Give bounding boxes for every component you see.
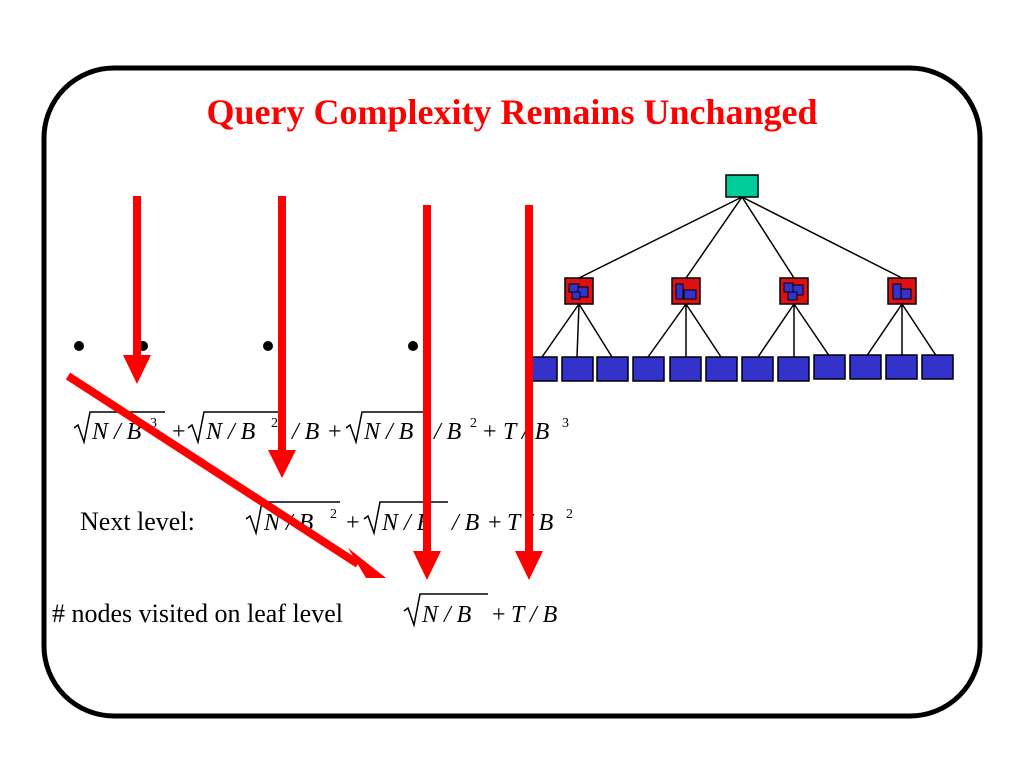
tree-leaf-row	[525, 354, 954, 382]
formula-exponent: 2	[330, 507, 337, 522]
formula-exponent: 3	[150, 416, 157, 431]
tree-leaf-node	[849, 354, 882, 380]
arrow-down-1-head	[123, 355, 151, 384]
tree-mid-node	[779, 277, 809, 305]
tree-leaf-node	[741, 356, 774, 382]
formula-operator: +	[172, 419, 186, 445]
tree-leaf-node	[669, 356, 702, 382]
formula-term: / B	[290, 419, 320, 445]
formula-term: N / B	[421, 602, 472, 628]
tree-leaf-node	[561, 356, 594, 382]
leaf-level-label: # nodes visited on leaf level	[52, 599, 343, 628]
bullet-dot	[74, 341, 84, 351]
tree-mid-node	[671, 277, 701, 305]
tree-mid-node	[564, 277, 594, 305]
tree-leaf-node	[632, 356, 665, 382]
formula-leaf-level: N / B + T / B	[403, 593, 558, 628]
formula-top-level: N / B 3 + N / B 2 / B + N / B / B 2 + T …	[73, 411, 569, 445]
bullet-dot	[263, 341, 273, 351]
formula-operator: +	[328, 419, 342, 445]
bullet-dot	[408, 341, 418, 351]
formula-exponent: 3	[562, 416, 569, 431]
arrow-down-2-head	[268, 450, 296, 478]
tree-leaf-node	[777, 356, 810, 382]
tree-edges	[541, 196, 938, 358]
formula-operator: +	[483, 419, 497, 445]
query-arrows	[65, 196, 543, 580]
tree-mid-node	[887, 277, 917, 305]
formula-term: / B	[432, 419, 462, 445]
tree-leaf-node	[813, 354, 846, 380]
tree-leaf-node	[921, 354, 954, 380]
formula-term: T / B	[511, 602, 558, 628]
next-level-label: Next level:	[80, 507, 195, 536]
formula-exponent: 2	[566, 507, 573, 522]
formula-operator: +	[492, 602, 506, 628]
tree-root-node	[725, 174, 759, 198]
arrow-diagonal-head	[348, 548, 386, 578]
formula-exponent: 2	[271, 416, 278, 431]
formula-term: N / B	[205, 419, 256, 445]
arrow-down-4-head	[515, 551, 543, 580]
arrow-diagonal	[65, 372, 361, 568]
tree-leaf-node	[705, 356, 738, 382]
formula-term: / B	[450, 510, 480, 536]
tree-leaf-node	[885, 354, 918, 380]
formula-term: N / B	[363, 419, 414, 445]
formula-operator: +	[346, 510, 360, 536]
arrow-down-3-head	[413, 551, 441, 580]
formula-exponent: 2	[470, 416, 477, 431]
formula-term: N / B	[91, 419, 142, 445]
page-title: Query Complexity Remains Unchanged	[207, 92, 818, 132]
tree-leaf-node	[596, 356, 629, 382]
formula-operator: +	[488, 510, 502, 536]
